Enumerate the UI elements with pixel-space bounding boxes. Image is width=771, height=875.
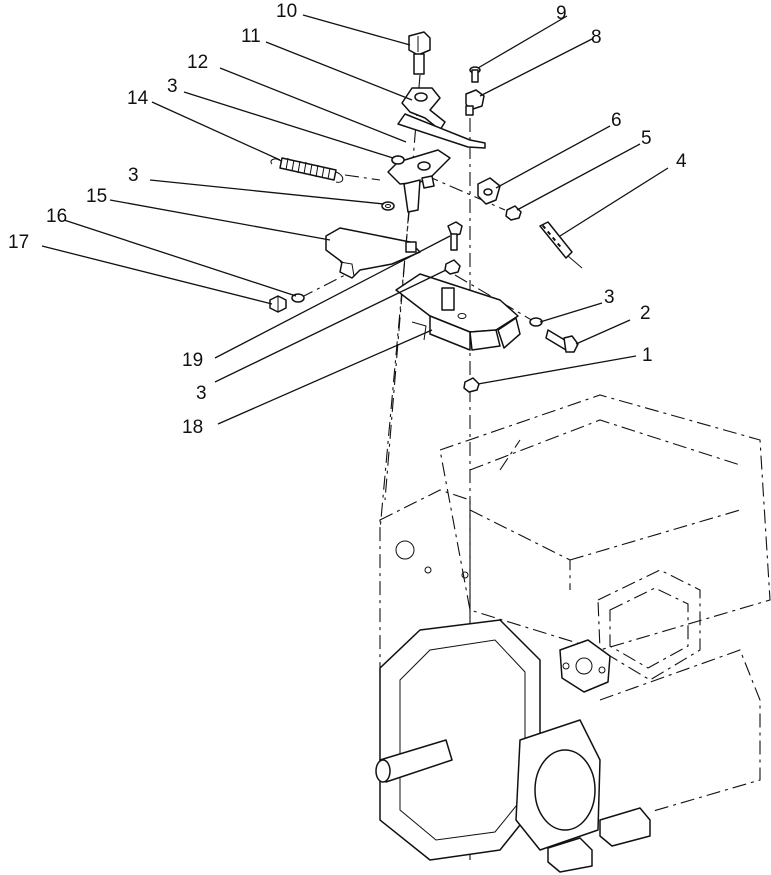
callout-3-right: 3 [604, 287, 615, 308]
callout-14: 14 [127, 88, 149, 109]
part-11-lever [397, 87, 486, 149]
part-6-cable-clamp [477, 177, 501, 205]
part-3-washer-mid [381, 201, 395, 211]
part-1-nut [463, 377, 480, 393]
callout-9: 9 [556, 3, 567, 24]
part-3-nut-center [444, 259, 461, 275]
callout-3-upper: 3 [167, 76, 178, 97]
engine-outline [375, 394, 771, 873]
callout-6: 6 [611, 110, 622, 131]
callout-2: 2 [640, 303, 651, 324]
callout-labels: 10 11 9 8 12 3 14 6 5 4 3 15 16 17 3 2 1… [8, 1, 687, 438]
part-15-bracket [325, 227, 421, 279]
callout-3-mid: 3 [128, 165, 139, 186]
part-10-shoulder-bolt [408, 31, 431, 75]
part-8-clip [465, 89, 485, 116]
leader-lines [41, 14, 669, 425]
callout-3-lower: 3 [196, 383, 207, 404]
part-17-bolt [269, 295, 287, 313]
part-3-nut-upper [391, 155, 405, 165]
callout-8: 8 [591, 27, 602, 48]
part-4-cable-end [539, 221, 583, 269]
callout-16: 16 [46, 206, 67, 227]
callout-10: 10 [276, 1, 297, 22]
part-9-screw [469, 66, 481, 83]
callout-17: 17 [8, 232, 29, 253]
part-2-bolt [545, 329, 579, 353]
callout-11: 11 [241, 26, 261, 47]
callout-4: 4 [676, 151, 687, 172]
callout-15: 15 [86, 186, 107, 207]
callout-19: 19 [182, 350, 203, 371]
callout-12: 12 [187, 52, 208, 73]
assembly-centerlines [299, 74, 541, 860]
part-18-mounting-plate [395, 273, 521, 351]
callout-5: 5 [641, 128, 652, 149]
callout-18: 18 [182, 417, 203, 438]
callout-1: 1 [642, 345, 653, 366]
part-14-spring [270, 157, 344, 183]
part-5-nut [505, 205, 522, 221]
part-19-screw [447, 221, 463, 251]
